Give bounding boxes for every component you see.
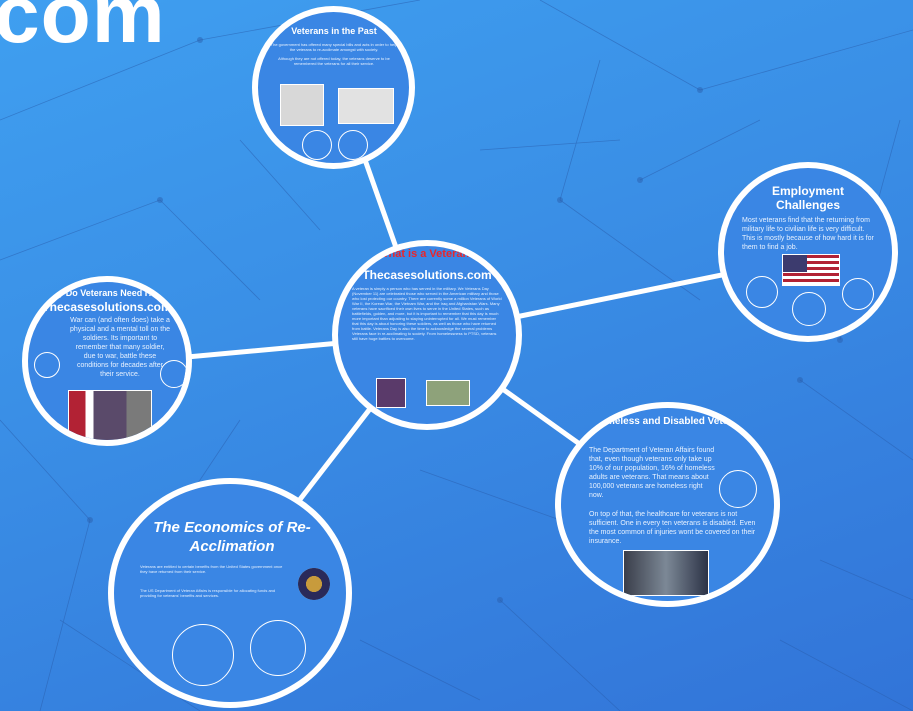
va-seal-icon — [298, 568, 330, 600]
economics-subtopic-2[interactable] — [250, 620, 306, 676]
help-subtitle: Thecasesolutions.com — [42, 300, 172, 314]
us-flag-image — [782, 254, 840, 286]
help-photo-flag-veterans — [68, 390, 152, 440]
employment-body: Most veterans find that the returning fr… — [742, 217, 874, 251]
homeless-body-2: On top of that, the healthcare for veter… — [589, 511, 756, 545]
help-body: War can (and often does) take a physical… — [70, 317, 171, 378]
help-subtopic-1[interactable] — [34, 352, 60, 378]
past-subtopic-1[interactable] — [302, 130, 332, 160]
homeless-title: Homeless and Disabled Veterans — [592, 416, 750, 427]
economics-subtopic-1[interactable] — [172, 624, 234, 686]
node-homeless-disabled-veterans[interactable]: Homeless and Disabled Veterans The Depar… — [555, 402, 780, 607]
center-subtitle: Thecasesolutions.com — [362, 268, 492, 282]
homeless-subtopic-1[interactable] — [719, 470, 757, 508]
past-body-2: Although they are not offered today, the… — [278, 56, 390, 66]
employment-subtopic-3[interactable] — [842, 278, 874, 310]
node-veterans-in-the-past[interactable]: Veterans in the Past The government has … — [252, 6, 415, 169]
center-title: What is a Veteran? — [378, 248, 476, 260]
past-document-image-2 — [338, 88, 394, 124]
economics-title: The Economics of Re-Acclimation — [153, 519, 311, 555]
center-photo-soldier — [376, 378, 406, 408]
brand-watermark: com — [0, 0, 166, 60]
employment-subtopic-2[interactable] — [792, 292, 826, 326]
node-why-do-veterans-need-help[interactable]: Why Do Veterans Need Help? Thecasesoluti… — [22, 276, 192, 446]
past-document-image-1 — [280, 84, 324, 126]
economics-body-2: The US Department of Veteran Affairs is … — [140, 588, 276, 598]
past-body-1: The government has offered many special … — [270, 42, 398, 52]
center-photo-cemetery — [426, 380, 470, 406]
node-economics-of-reacclimation[interactable]: The Economics of Re-Acclimation Veterans… — [108, 478, 352, 708]
center-body: A veteran is simply a person who has ser… — [352, 286, 502, 341]
homeless-photo-medical — [623, 550, 709, 596]
help-title: Why Do Veterans Need Help? — [44, 288, 170, 298]
employment-title: Employment Challenges — [771, 184, 844, 212]
node-what-is-a-veteran[interactable]: What is a Veteran? Thecasesolutions.com … — [332, 240, 522, 430]
homeless-body-1: The Department of Veteran Affairs found … — [589, 447, 715, 499]
employment-subtopic-1[interactable] — [746, 276, 778, 308]
past-subtopic-2[interactable] — [338, 130, 368, 160]
help-subtopic-2[interactable] — [160, 360, 186, 388]
node-employment-challenges[interactable]: Employment Challenges Most veterans find… — [718, 162, 898, 342]
past-title: Veterans in the Past — [291, 26, 377, 36]
economics-body-1: Veterans are entitled to certain benefit… — [140, 564, 283, 574]
